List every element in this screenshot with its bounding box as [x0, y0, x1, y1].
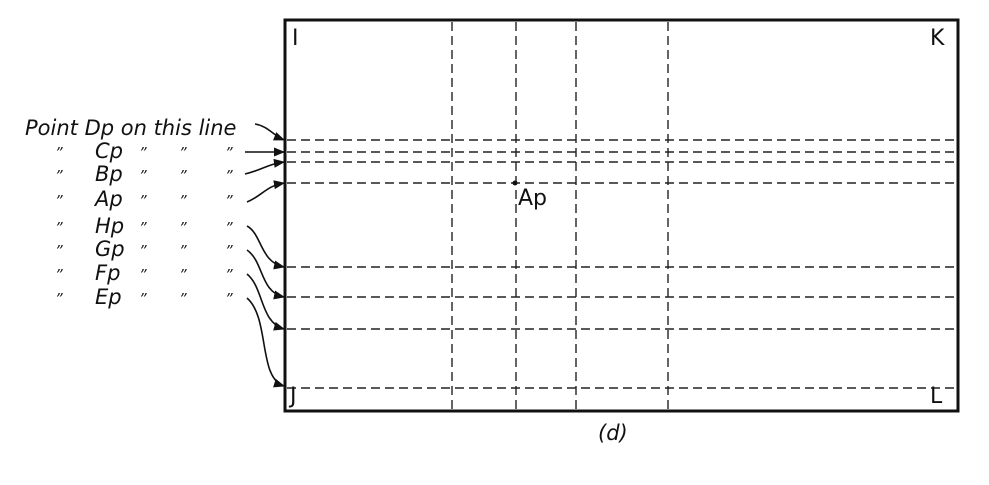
ditto-mark: ” [56, 219, 64, 237]
ditto-mark: ” [226, 290, 234, 308]
leader-arrow-fp [246, 273, 286, 331]
ditto-mark: ” [56, 192, 64, 210]
ditto-mark: ” [226, 219, 234, 237]
leader-arrow-ep [246, 297, 286, 388]
ditto-mark: ” [56, 242, 64, 260]
ditto-mark: ” [180, 242, 188, 260]
ditto-mark: ” [140, 266, 148, 284]
label-ep: Ep [95, 285, 122, 309]
label-dp: Point Dp on this line [25, 116, 236, 140]
leader-arrow-hp [246, 225, 286, 270]
corner-label-k: K [930, 26, 945, 51]
ditto-mark: ” [140, 242, 148, 260]
ditto-mark: ” [140, 192, 148, 210]
label-gp: Gp [95, 237, 125, 261]
ditto-mark: ” [226, 167, 234, 185]
leader-arrow-dp [254, 123, 286, 141]
ditto-mark: ” [226, 242, 234, 260]
ditto-mark: ” [226, 266, 234, 284]
point-ap-marker [512, 180, 518, 186]
corner-label-i: I [292, 26, 299, 51]
ditto-mark: ” [226, 192, 234, 210]
point-ap-label: Ap [518, 186, 547, 211]
label-bp: Bp [95, 162, 123, 186]
label-fp: Fp [95, 261, 120, 285]
ditto-mark: ” [140, 144, 148, 162]
corner-label-j: J [288, 384, 297, 409]
figure-caption: (d) [598, 421, 628, 445]
leader-arrow-bp [244, 158, 286, 175]
ditto-mark: ” [180, 219, 188, 237]
label-ap: Ap [93, 187, 123, 211]
ditto-mark: ” [180, 192, 188, 210]
ditto-mark: ” [56, 144, 64, 162]
ditto-mark: ” [226, 144, 234, 162]
leader-arrow-ap [246, 180, 286, 203]
ditto-mark: ” [56, 167, 64, 185]
ditto-mark: ” [180, 167, 188, 185]
ditto-mark: ” [180, 290, 188, 308]
ditto-mark: ” [56, 266, 64, 284]
ditto-mark: ” [180, 144, 188, 162]
corner-label-l: L [930, 384, 943, 409]
ditto-mark: ” [180, 266, 188, 284]
ditto-mark: ” [140, 167, 148, 185]
plan-rectangle [283, 18, 960, 413]
ditto-mark: ” [56, 290, 64, 308]
label-hp: Hp [95, 214, 124, 238]
ditto-mark: ” [140, 219, 148, 237]
ditto-mark: ” [140, 290, 148, 308]
leader-arrow-gp [246, 249, 286, 300]
label-cp: Cp [95, 139, 123, 163]
